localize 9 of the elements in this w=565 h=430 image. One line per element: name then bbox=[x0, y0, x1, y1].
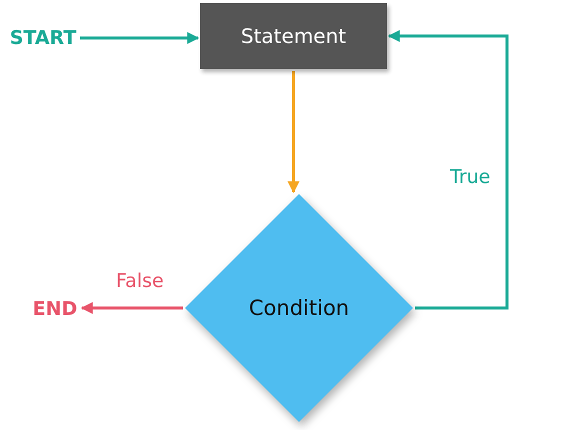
process-box bbox=[200, 3, 387, 69]
arrow bbox=[288, 71, 300, 194]
terminal-label: END bbox=[32, 298, 78, 320]
node-label: Condition bbox=[248, 296, 350, 320]
arrow bbox=[388, 30, 508, 310]
terminal-label: START bbox=[10, 27, 76, 49]
arrow bbox=[80, 32, 200, 44]
arrow bbox=[80, 302, 183, 314]
node-label: Statement bbox=[240, 24, 346, 48]
